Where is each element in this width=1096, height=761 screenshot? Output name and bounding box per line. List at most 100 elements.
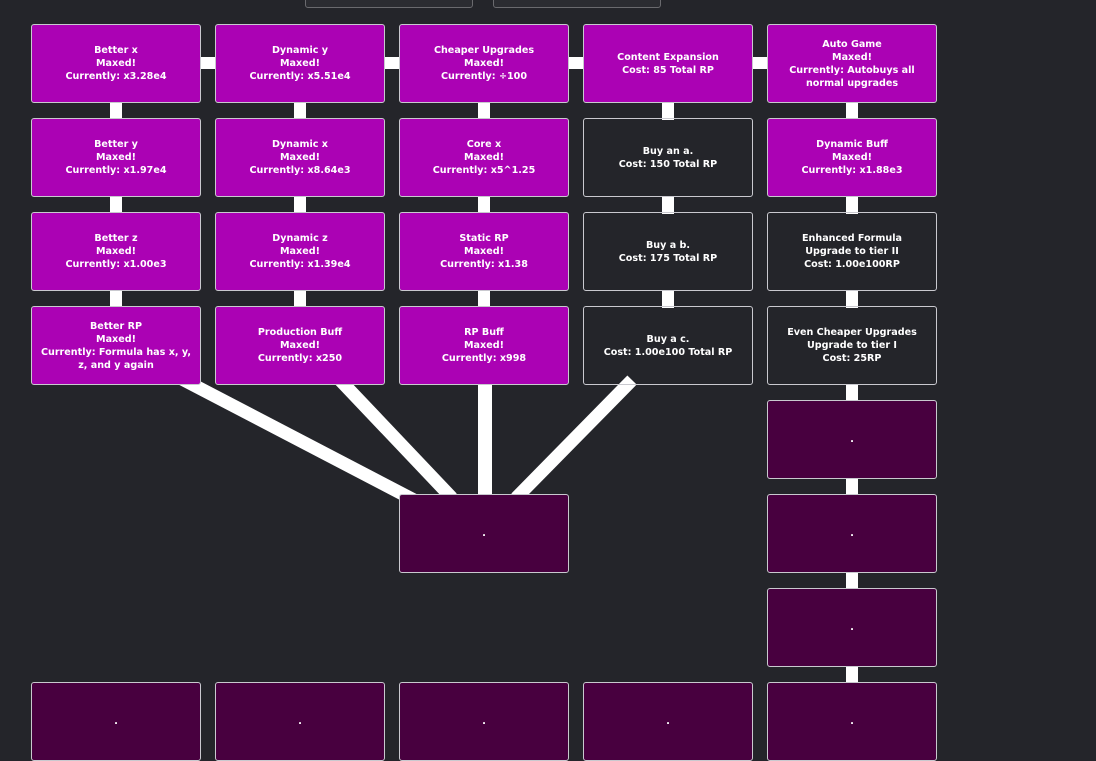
connector [478,196,490,214]
upgrade-node-title: Better RP [90,320,142,332]
upgrade-node-text: Buy a c.Cost: 1.00e100 Total RP [604,333,733,359]
connector [846,666,858,684]
connector [846,572,858,590]
upgrade-node-text: . [666,715,670,728]
connector [662,102,674,120]
upgrade-node-detail: Maxed! [280,246,320,257]
upgrade-node-detail: Maxed! [280,152,320,163]
connector [478,290,490,308]
upgrade-node-detail: Maxed! [96,58,136,69]
connector [568,57,584,69]
upgrade-node-detail: Maxed! [464,340,504,351]
upgrade-node-title: Dynamic y [271,45,329,56]
upgrade-node-buy-a[interactable]: Buy an a.Cost: 150 Total RP [583,118,753,197]
upgrade-node-locked-bottom-5[interactable]: . [767,682,937,761]
upgrade-node-buy-c[interactable]: Buy a c.Cost: 1.00e100 Total RP [583,306,753,385]
upgrade-node-detail: Currently: x1.00e3 [65,259,167,270]
upgrade-node-locked-bottom-2[interactable]: . [215,682,385,761]
upgrade-node-detail: Currently: ÷100 [440,71,528,82]
upgrade-node-title: Core x [466,139,502,150]
upgrade-node-locked-right-2[interactable]: . [767,494,937,573]
upgrade-node-title: . [114,716,118,727]
upgrade-node-title: Dynamic z [272,233,328,244]
upgrade-node-title: Dynamic x [271,139,328,150]
upgrade-node-text: Buy an a.Cost: 150 Total RP [619,145,717,171]
upgrade-node-detail: Cost: 1.00e100 Total RP [603,346,733,358]
connector [478,384,492,496]
connector [294,196,306,214]
top-tab-left[interactable] [305,0,473,8]
upgrade-node-locked-bottom-4[interactable]: . [583,682,753,761]
upgrade-node-text: . [850,433,854,446]
upgrade-node-detail: Currently: x5^1.25 [432,165,536,176]
connector [200,57,216,69]
upgrade-node-title: Dynamic Buff [816,139,888,150]
upgrade-node-title: Better x [94,45,138,56]
upgrade-node-title: . [482,528,486,539]
upgrade-node-title: Better y [94,139,138,150]
connector [752,57,768,69]
connector [478,102,490,120]
upgrade-node-title: Even Cheaper Upgrades [787,327,917,338]
upgrade-node-locked-right-1[interactable]: . [767,400,937,479]
connector [511,375,637,503]
upgrade-node-detail: Cost: 25RP [822,353,882,364]
upgrade-node-detail: Currently: x1.88e3 [801,165,903,176]
upgrade-node-title: Production Buff [257,327,343,338]
upgrade-node-title: . [666,716,670,727]
connector [846,196,858,214]
upgrade-node-detail: Maxed! [96,333,136,345]
upgrade-node-text: Buy a b.Cost: 175 Total RP [619,239,717,265]
upgrade-node-detail: Maxed! [280,58,320,69]
upgrade-node-text: . [482,715,486,728]
upgrade-node-title: . [850,716,854,727]
upgrade-node-text: . [114,715,118,728]
upgrade-node-title: Buy a b. [645,239,691,251]
upgrade-node-detail: Cost: 85 Total RP [622,64,714,76]
upgrade-node-detail: Maxed! [96,246,136,257]
upgrade-node-locked-bottom-1[interactable]: . [31,682,201,761]
upgrade-node-title: Auto Game [822,38,882,50]
connector [846,102,858,120]
connector [110,102,122,120]
upgrade-node-detail: Currently: x1.97e4 [65,165,167,176]
upgrade-node-detail: Currently: x1.38 [440,259,528,270]
upgrade-node-buy-b[interactable]: Buy a b.Cost: 175 Total RP [583,212,753,291]
connector [294,102,306,120]
upgrade-node-text: . [298,715,302,728]
upgrade-node-detail: Currently: x250 [257,353,343,364]
upgrade-node-locked-bottom-3[interactable]: . [399,682,569,761]
upgrade-node-locked-center[interactable]: . [399,494,569,573]
top-tab-right[interactable] [493,0,661,8]
upgrade-node-title: Content Expansion [617,51,719,63]
upgrade-node-locked-right-3[interactable]: . [767,588,937,667]
upgrade-node-detail: Currently: Formula has x, y, z, and y ag… [40,346,192,371]
connector [335,375,457,503]
upgrade-node-title: . [850,528,854,539]
upgrade-node-detail: Maxed! [280,340,320,351]
